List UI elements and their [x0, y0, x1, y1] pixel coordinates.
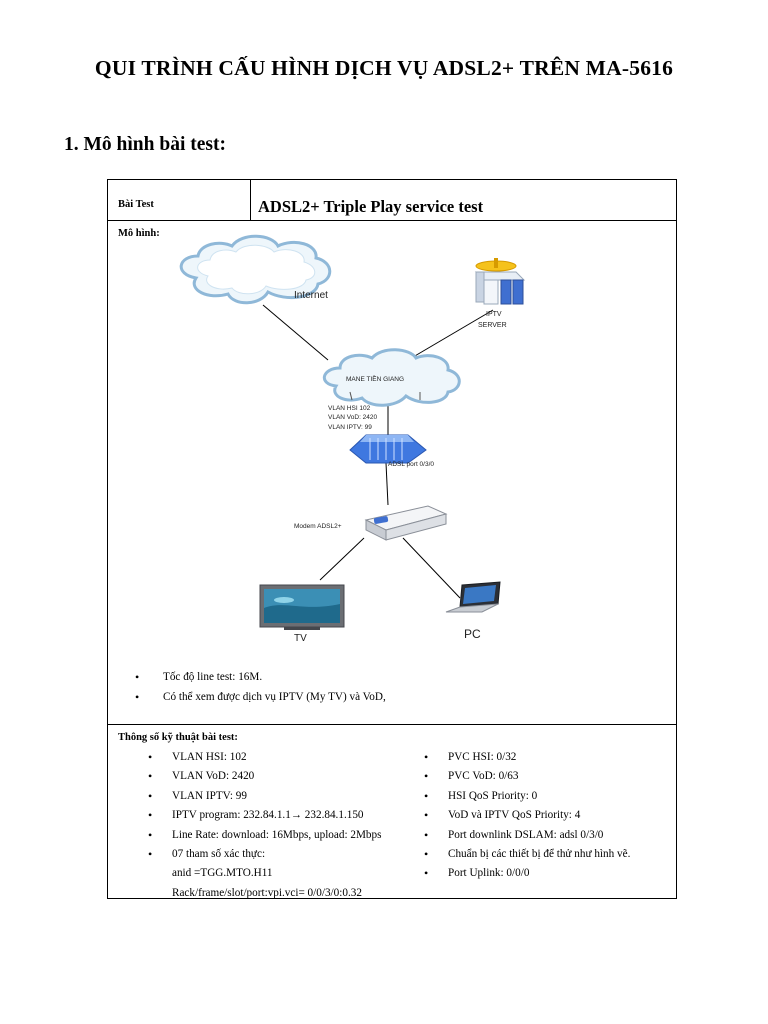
modem-label: Modem ADSL2+: [294, 523, 342, 530]
specs-left-list: VLAN HSI: 102 VLAN VoD: 2420 VLAN IPTV: …: [148, 750, 381, 905]
list-item: PVC HSI: 0/32: [424, 750, 630, 769]
link-internet-mane: [262, 304, 329, 361]
list-item: HSI QoS Priority: 0: [424, 789, 630, 808]
list-item: Có thể xem được dịch vụ IPTV (My TV) và …: [135, 690, 386, 710]
mane-label: MANE TIỀN GIANG: [346, 373, 404, 383]
list-item: Port Uplink: 0/0/0: [424, 866, 630, 885]
list-item: VLAN HSI: 102: [148, 750, 381, 769]
list-item: Chuẩn bị các thiết bị để thử như hình vẽ…: [424, 847, 630, 866]
list-item: PVC VoD: 0/63: [424, 769, 630, 788]
iptv-label-line2: SERVER: [478, 322, 507, 329]
adsl-port-label: ADSL port 0/3/0: [388, 461, 434, 468]
iptv-server-icon: [474, 258, 526, 305]
vlan-hsi-label: VLAN HSI 102: [328, 405, 371, 412]
modem-icon: [364, 505, 448, 541]
list-item: VLAN VoD: 2420: [148, 769, 381, 788]
model-label: Mô hình:: [118, 228, 160, 239]
list-item: Port downlink DSLAM: adsl 0/3/0: [424, 828, 630, 847]
list-item: Tốc độ line test: 16M.: [135, 670, 386, 690]
list-item-continuation: Rack/frame/slot/port:vpi.vci= 0/0/3/0:0.…: [172, 886, 362, 899]
tv-label: TV: [294, 633, 307, 644]
network-diagram: Internet IPTV SERVER MANE TIỀN GIANG VLA…: [179, 234, 526, 644]
pc-label: PC: [464, 627, 481, 641]
test-table: Bài Test ADSL2+ Triple Play service test…: [107, 179, 677, 899]
list-item-continuation: anid =TGG.MTO.H11: [172, 867, 273, 880]
table-header-row: Bài Test ADSL2+ Triple Play service test: [108, 180, 676, 221]
link-modem-tv: [319, 537, 365, 581]
mane-cloud-icon: [323, 348, 461, 407]
document-title: QUI TRÌNH CẤU HÌNH DỊCH VỤ ADSL2+ TRÊN M…: [94, 56, 674, 80]
row-divider: [108, 724, 676, 725]
list-item: VLAN IPTV: 99: [148, 789, 381, 808]
list-item: 07 tham số xác thực:: [148, 847, 381, 866]
internet-label: Internet: [294, 290, 328, 301]
specs-right-list: PVC HSI: 0/32 PVC VoD: 0/63 HSI QoS Prio…: [424, 750, 630, 886]
iptv-label-line1: IPTV: [486, 311, 502, 318]
list-item: VoD và IPTV QoS Priority: 4: [424, 808, 630, 827]
list-item: IPTV program: 232.84.1.1→ 232.84.1.150: [148, 808, 381, 827]
test-label: Bài Test: [118, 199, 154, 210]
list-item: Line Rate: download: 16Mbps, upload: 2Mb…: [148, 828, 381, 847]
link-dslam-modem: [385, 462, 389, 506]
internet-cloud-icon: [179, 234, 332, 305]
laptop-icon: [445, 581, 501, 613]
test-name: ADSL2+ Triple Play service test: [258, 197, 484, 216]
link-modem-pc: [402, 537, 461, 599]
notes-list: Tốc độ line test: 16M. Có thể xem được d…: [135, 670, 386, 710]
section-heading: 1. Mô hình bài test:: [64, 134, 226, 155]
link-iptv-mane: [407, 309, 494, 361]
tv-icon: [259, 584, 345, 630]
dslam-icon: [349, 434, 427, 464]
column-divider: [250, 180, 251, 221]
specs-label: Thông số kỹ thuật bài test:: [118, 732, 238, 743]
vlan-iptv-label: VLAN IPTV: 99: [328, 424, 372, 431]
vlan-vod-label: VLAN VoD: 2420: [328, 414, 378, 421]
